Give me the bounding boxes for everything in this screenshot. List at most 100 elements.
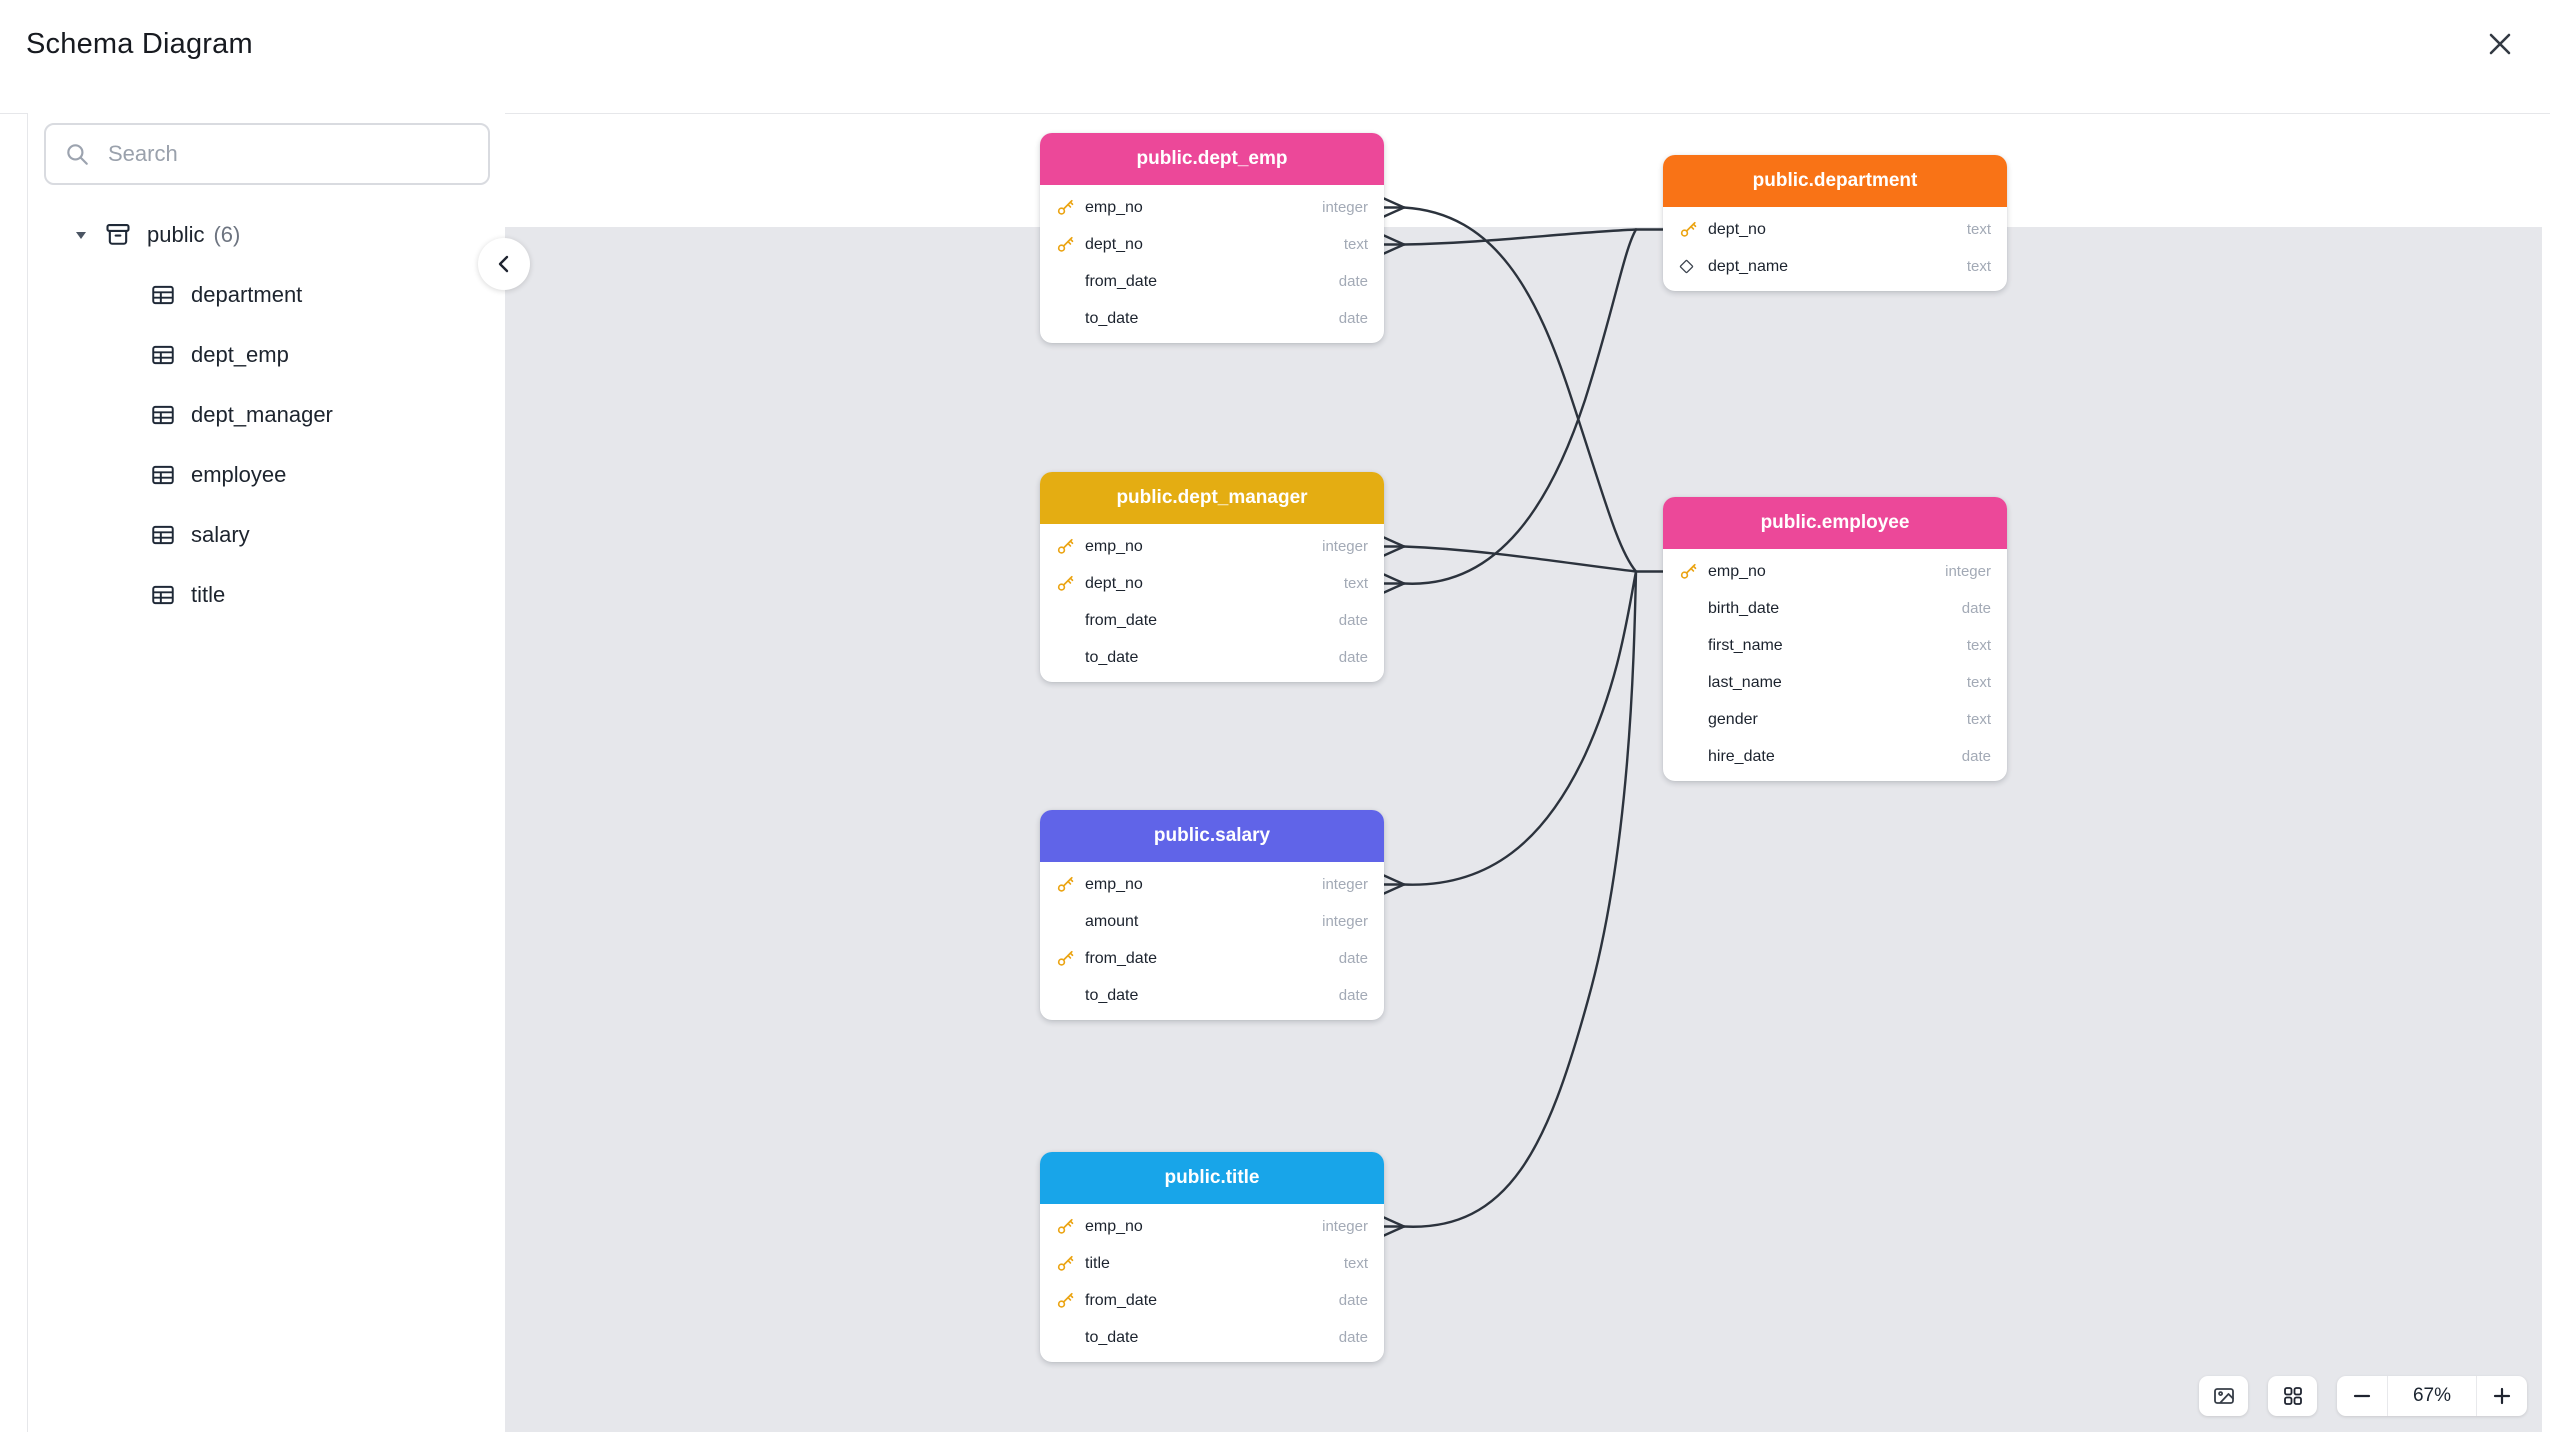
auto-layout-button[interactable] bbox=[2268, 1376, 2317, 1416]
key-icon bbox=[1680, 563, 1697, 579]
zoom-in-button[interactable] bbox=[2477, 1376, 2527, 1416]
column-name: emp_no bbox=[1085, 537, 1143, 555]
download-image-button[interactable] bbox=[2199, 1376, 2248, 1416]
table-icon bbox=[152, 525, 174, 545]
column-name: first_name bbox=[1708, 636, 1783, 654]
column-type: text bbox=[1343, 1255, 1368, 1272]
caret-down-icon[interactable] bbox=[70, 228, 92, 242]
key-icon bbox=[1057, 950, 1074, 966]
column-row-dept_name: dept_name text bbox=[1663, 248, 2007, 285]
table-icon bbox=[152, 585, 174, 605]
column-row-birth_date: birth_date date bbox=[1663, 590, 2007, 627]
table-node-title: public.employee bbox=[1663, 497, 2007, 549]
sidebar-item-dept_manager[interactable]: dept_manager bbox=[28, 385, 505, 445]
column-type: date bbox=[1338, 1292, 1368, 1309]
column-type: text bbox=[1343, 236, 1368, 253]
sidebar-item-title[interactable]: title bbox=[28, 565, 505, 625]
table-item-label: department bbox=[191, 282, 303, 307]
column-type: text bbox=[1966, 711, 1991, 728]
column-name: emp_no bbox=[1085, 198, 1143, 216]
column-type: text bbox=[1966, 258, 1991, 275]
table-icon bbox=[152, 465, 174, 485]
column-name: dept_no bbox=[1085, 235, 1143, 253]
column-type: date bbox=[1338, 1329, 1368, 1346]
column-type: date bbox=[1961, 600, 1991, 617]
column-type: integer bbox=[1322, 913, 1368, 930]
column-name: birth_date bbox=[1708, 599, 1780, 617]
column-name: emp_no bbox=[1708, 562, 1766, 580]
column-name: dept_no bbox=[1085, 574, 1143, 592]
table-node-employee[interactable]: public.employee emp_no integer birth_date da… bbox=[1663, 497, 2007, 781]
sidebar-item-department[interactable]: department bbox=[28, 265, 505, 325]
key-icon bbox=[1057, 1292, 1074, 1308]
column-name: to_date bbox=[1085, 986, 1139, 1004]
table-icon bbox=[152, 345, 174, 365]
key-icon bbox=[1057, 575, 1074, 591]
sidebar-item-public-schema[interactable]: public (6) bbox=[28, 205, 505, 265]
close-icon bbox=[2489, 33, 2511, 55]
plus-icon bbox=[2493, 1387, 2511, 1405]
key-icon bbox=[1057, 236, 1074, 252]
table-item-label: dept_emp bbox=[191, 342, 289, 367]
diamond-icon bbox=[1679, 259, 1694, 274]
table-icon bbox=[152, 405, 174, 425]
column-name: emp_no bbox=[1085, 875, 1143, 893]
column-type: integer bbox=[1945, 563, 1991, 580]
sidebar-item-dept_emp[interactable]: dept_emp bbox=[28, 325, 505, 385]
close-button[interactable] bbox=[2476, 20, 2524, 68]
column-row-from_date: from_date date bbox=[1040, 602, 1384, 639]
column-name: dept_name bbox=[1708, 257, 1789, 275]
table-node-title: public.dept_manager bbox=[1040, 472, 1384, 524]
column-row-emp_no: emp_no integer bbox=[1663, 553, 2007, 590]
table-node-title: public.department bbox=[1663, 155, 2007, 207]
column-type: integer bbox=[1322, 538, 1368, 555]
key-icon bbox=[1680, 221, 1697, 237]
key-icon bbox=[1057, 538, 1074, 554]
diagram-canvas[interactable] bbox=[505, 227, 2542, 1432]
key-icon bbox=[1057, 1218, 1074, 1234]
schema-icon bbox=[104, 221, 132, 249]
schema-label: public bbox=[147, 222, 205, 247]
page-title: Schema Diagram bbox=[26, 28, 253, 60]
column-type: text bbox=[1966, 637, 1991, 654]
search-input[interactable] bbox=[106, 140, 470, 168]
key-icon bbox=[1057, 876, 1074, 892]
sidebar-item-salary[interactable]: salary bbox=[28, 505, 505, 565]
column-name: title bbox=[1085, 1254, 1110, 1272]
sidebar: public (6) department dept_emp dept_manage… bbox=[27, 113, 505, 1432]
column-type: date bbox=[1338, 612, 1368, 629]
zoom-out-button[interactable] bbox=[2337, 1376, 2387, 1416]
grid-layout-icon bbox=[2283, 1387, 2302, 1405]
column-name: from_date bbox=[1085, 611, 1158, 629]
key-icon bbox=[1057, 1255, 1074, 1271]
column-type: date bbox=[1338, 950, 1368, 967]
table-item-label: salary bbox=[191, 522, 250, 547]
key-icon bbox=[1057, 199, 1074, 215]
sidebar-item-employee[interactable]: employee bbox=[28, 445, 505, 505]
column-type: text bbox=[1966, 221, 1991, 238]
sidebar-collapse-button[interactable] bbox=[478, 238, 530, 290]
minus-icon bbox=[2353, 1394, 2371, 1398]
column-name: to_date bbox=[1085, 648, 1139, 666]
column-name: amount bbox=[1085, 912, 1139, 930]
column-name: from_date bbox=[1085, 949, 1158, 967]
zoom-level[interactable]: 67% bbox=[2387, 1376, 2477, 1416]
column-name: to_date bbox=[1085, 309, 1139, 327]
